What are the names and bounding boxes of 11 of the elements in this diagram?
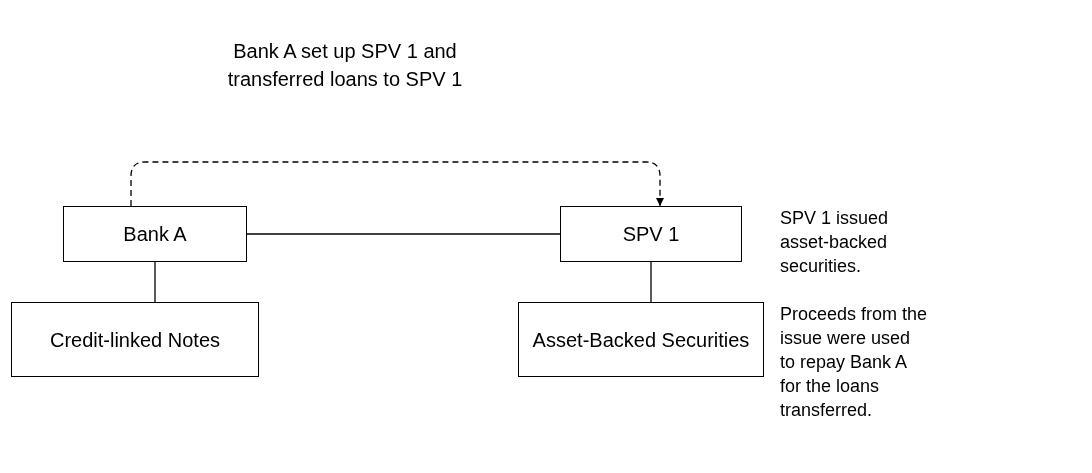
dashed-arrow bbox=[130, 161, 664, 207]
edge-label: Bank A set up SPV 1 and transferred loans to SPV 1 bbox=[226, 39, 464, 92]
connector-line bbox=[650, 261, 652, 303]
process-box: Asset-Backed Securities bbox=[518, 302, 764, 377]
connector-line bbox=[246, 233, 561, 235]
connector-line bbox=[154, 261, 156, 303]
process-box: Bank A bbox=[63, 206, 247, 262]
process-box: SPV 1 bbox=[560, 206, 742, 262]
note-text: Proceeds from the issue were used to repay Bank A for the loans transferred. bbox=[780, 303, 929, 422]
process-box: Credit-linked Notes bbox=[11, 302, 259, 377]
note-text: SPV 1 issued asset-backed securities. bbox=[780, 207, 890, 278]
